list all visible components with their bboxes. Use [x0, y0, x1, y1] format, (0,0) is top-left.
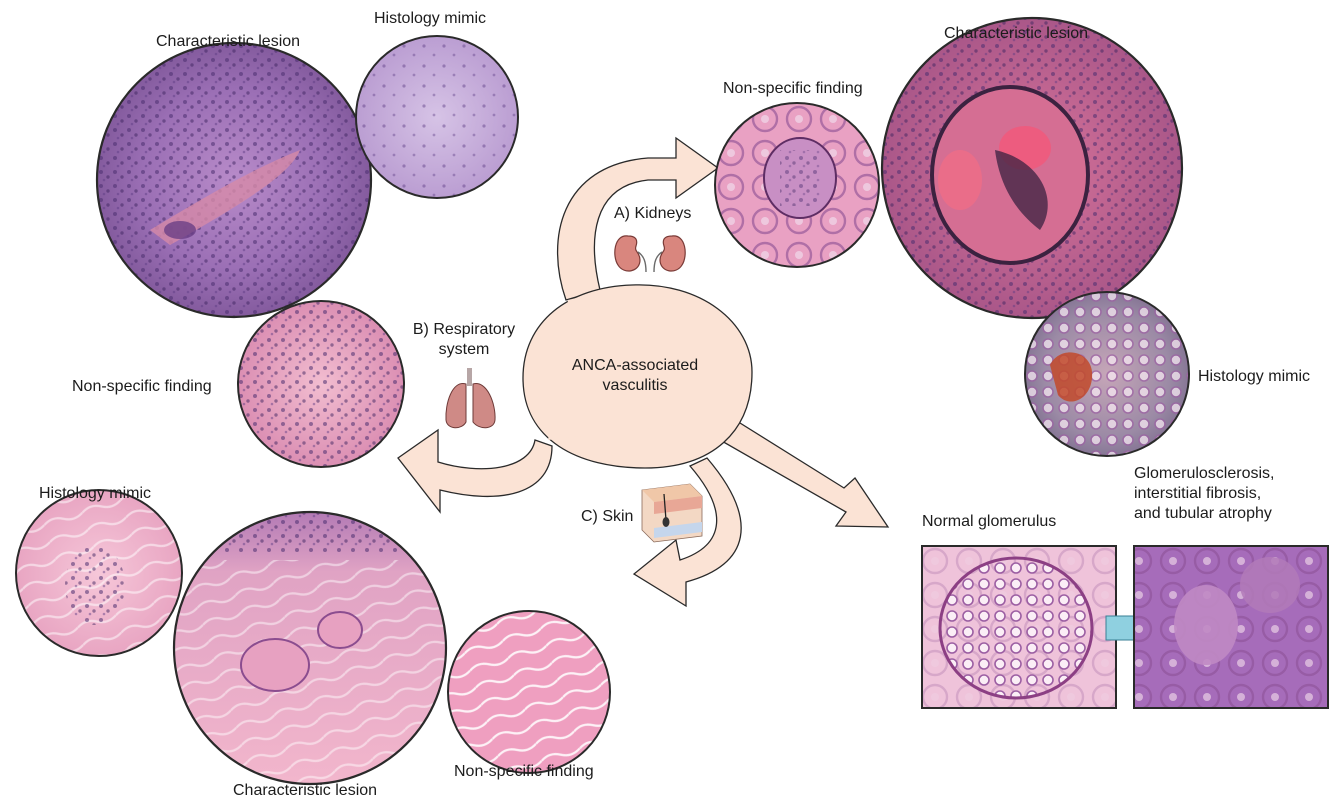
center-label-line1: ANCA-associated — [571, 357, 699, 374]
arrow-to-respiratory — [397, 428, 553, 514]
respiratory-characteristic-image — [95, 41, 373, 319]
arrow-to-renal-progression — [719, 417, 890, 528]
normal-glomerulus-image — [921, 545, 1117, 709]
resp-nonspecific-label: Non-specific finding — [72, 378, 212, 395]
kidney-mimic-label: Histology mimic — [1198, 368, 1311, 385]
skin-characteristic-label: Characteristic lesion — [233, 782, 378, 799]
kidney-characteristic-label: Characteristic lesion — [944, 25, 1089, 42]
kidney-mimic-image — [1024, 291, 1190, 457]
skin-layers-icon — [641, 483, 703, 543]
skin-mimic-label: Histology mimic — [39, 485, 152, 502]
skin-characteristic-image — [172, 510, 448, 786]
kidney-nonspecific-image — [714, 102, 880, 268]
center-label: ANCA-associated vasculitis — [540, 356, 730, 396]
center-label-line2: vasculitis — [602, 377, 668, 394]
kidney-characteristic-image — [880, 16, 1184, 320]
respiratory-nonspecific-image — [237, 300, 405, 468]
blob-seam-mask — [548, 292, 720, 440]
arrow-to-skin — [632, 457, 742, 608]
resp-mimic-label: Histology mimic — [374, 10, 487, 27]
respiratory-label-line1: B) Respiratory — [412, 321, 516, 338]
respiratory-label: B) Respiratory system — [406, 320, 522, 360]
kidneys-icon — [614, 235, 686, 273]
sclerosis-label-line1: Glomerulosclerosis, — [1134, 465, 1275, 482]
sclerosis-label-line3: and tubular atrophy — [1134, 505, 1272, 522]
skin-label: C) Skin — [581, 508, 634, 525]
skin-nonspecific-label: Non-specific finding — [454, 763, 594, 780]
sclerosis-image — [1133, 545, 1329, 709]
arrow-to-kidneys — [556, 136, 720, 301]
resp-characteristic-label: Characteristic lesion — [156, 33, 301, 50]
kidney-nonspecific-label: Non-specific finding — [723, 80, 863, 97]
respiratory-mimic-image — [355, 35, 519, 199]
sclerosis-label-line2: interstitial fibrosis, — [1134, 485, 1262, 502]
central-blob-shape — [397, 136, 890, 608]
normal-glomerulus-label: Normal glomerulus — [922, 513, 1057, 530]
sclerosis-label: Glomerulosclerosis, interstitial fibrosi… — [1134, 464, 1274, 524]
kidneys-label: A) Kidneys — [614, 205, 692, 222]
skin-mimic-image — [15, 489, 183, 657]
skin-nonspecific-image — [447, 610, 611, 774]
lungs-icon — [445, 368, 496, 429]
respiratory-label-line2: system — [438, 341, 490, 358]
